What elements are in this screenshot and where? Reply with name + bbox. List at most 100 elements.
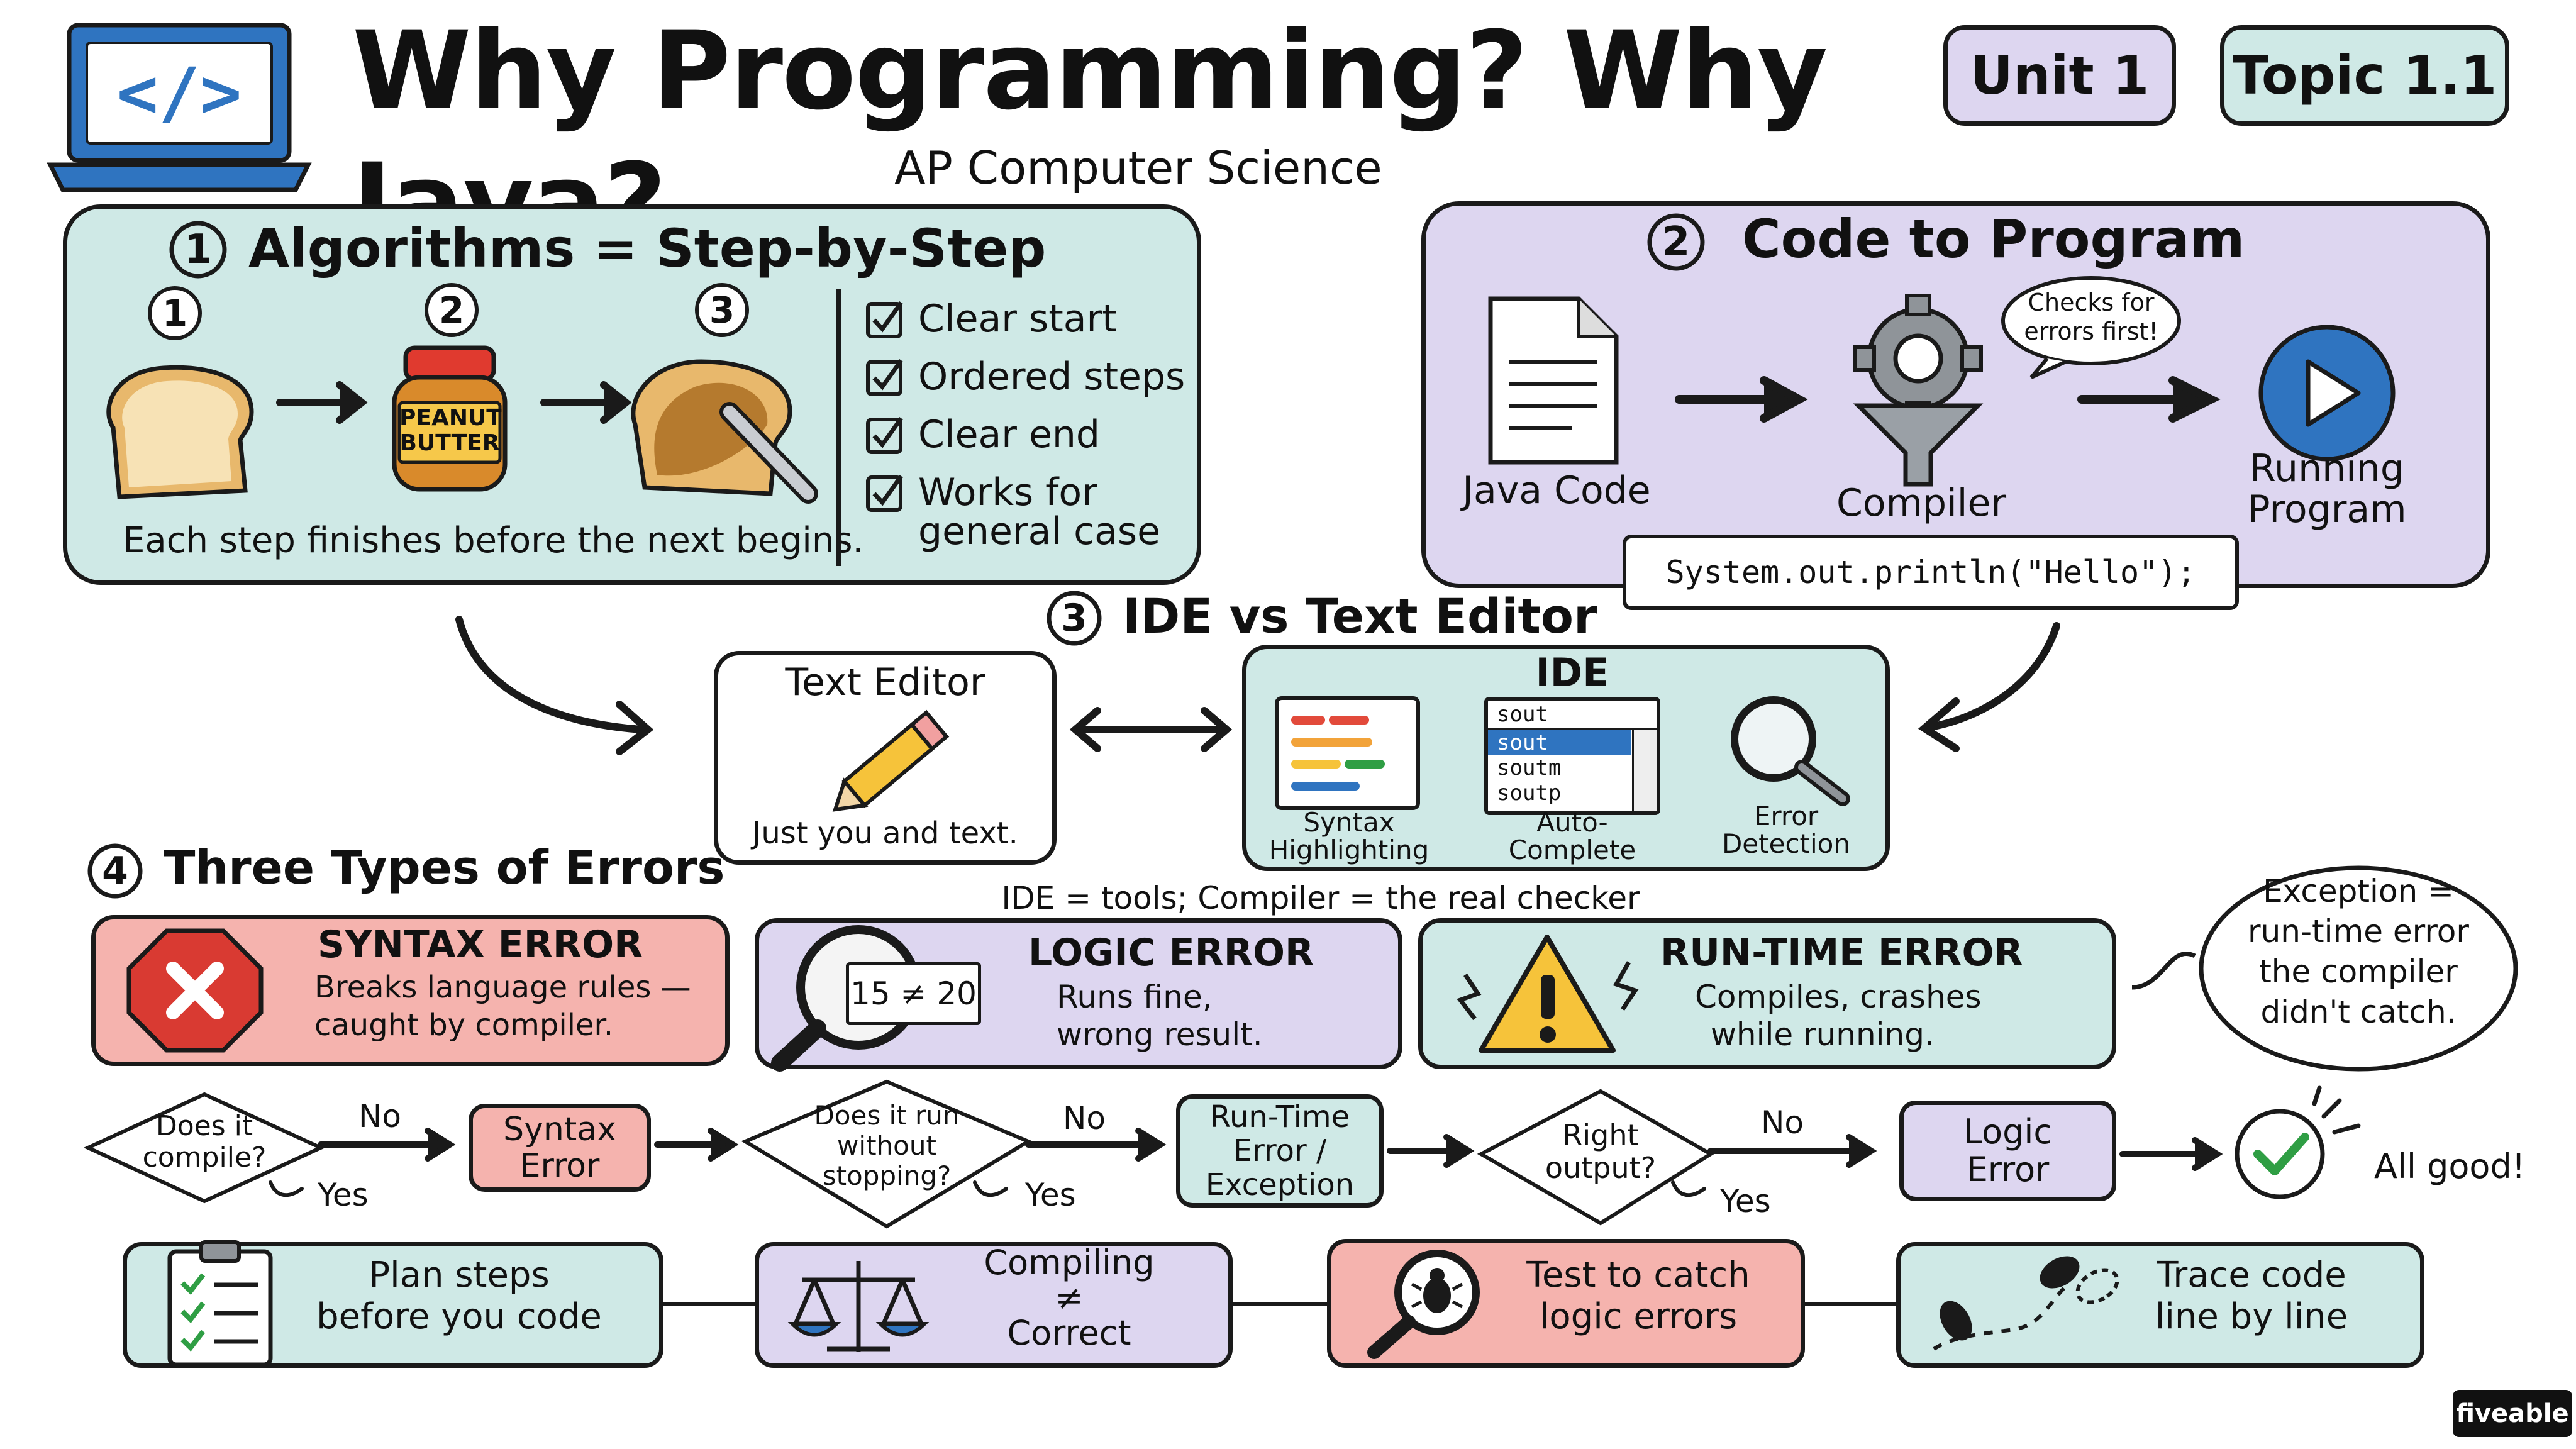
logic-error-line1: Runs fine, <box>1057 979 1213 1015</box>
step3-number: 3 <box>709 289 735 331</box>
mismatch-badge: 15 ≠ 20 <box>846 962 981 1025</box>
code-sample: System.out.println("Hello"); <box>1665 554 2196 591</box>
q1-yes: Yes <box>318 1177 369 1213</box>
unit-badge: Unit 1 <box>1943 25 2176 126</box>
exception-note-line1: Exception = <box>2263 873 2454 909</box>
q1-no: No <box>358 1098 401 1135</box>
q2-line3: stopping? <box>822 1160 952 1191</box>
runtime-error-result: Run-Time Error / Exception <box>1176 1094 1384 1208</box>
code-glyph: </> <box>116 53 242 133</box>
q3-line1: Right <box>1562 1118 1639 1152</box>
text-editor-title: Text Editor <box>785 660 985 704</box>
compiler-label: Compiler <box>1836 481 2007 525</box>
tip3-line1: Test to catch <box>1526 1255 1750 1296</box>
bread-icon <box>94 352 270 506</box>
auto-label-line2: Complete <box>1508 835 1636 865</box>
q3-yes: Yes <box>1720 1183 1771 1219</box>
section3-number-icon <box>1044 588 1104 651</box>
scales-icon <box>786 1252 931 1364</box>
section3-title: IDE vs Text Editor <box>1123 588 1597 644</box>
section1-divider <box>836 289 841 566</box>
q2-line2: without <box>837 1130 936 1161</box>
section2-number-icon <box>1645 211 1707 276</box>
section1-number-icon <box>167 218 230 284</box>
exception-note-line3: the compiler <box>2259 953 2458 990</box>
q2-yes: Yes <box>1025 1177 1076 1213</box>
tips-connector <box>660 1302 1918 1306</box>
toast-with-knife-icon <box>626 336 833 515</box>
autocomplete-option: sout <box>1488 730 1631 755</box>
topic-badge: Topic 1.1 <box>2220 25 2509 126</box>
auto-label-line1: Auto- <box>1536 807 1608 838</box>
checkbox-icon <box>866 474 903 512</box>
tip3-line2: logic errors <box>1539 1296 1738 1337</box>
section1-title: Algorithms = Step-by-Step <box>248 218 1046 279</box>
java-code-label: Java Code <box>1462 469 1651 513</box>
tip2-line3: Correct <box>1007 1313 1131 1353</box>
syntax-error-title: SYNTAX ERROR <box>318 923 643 967</box>
section4-number-icon <box>85 841 145 904</box>
scrollbar <box>1632 730 1657 811</box>
code-sample-box: System.out.println("Hello"); <box>1623 535 2239 610</box>
warning-icon <box>1446 931 1648 1059</box>
syntax-error-line2: caught by compiler. <box>314 1008 614 1043</box>
stop-sign-icon <box>123 924 267 1059</box>
logic-error-result: Logic Error <box>1899 1101 2116 1201</box>
checkbox-icon <box>866 416 903 454</box>
bug-magnifier-icon <box>1358 1245 1497 1364</box>
tip4-line1: Trace code <box>2157 1255 2346 1296</box>
section4-title: Three Types of Errors <box>164 841 725 895</box>
tip1-line2: before you code <box>316 1296 602 1337</box>
error-label-line2: Detection <box>1721 828 1851 859</box>
clipboard-checklist-icon <box>160 1236 280 1370</box>
exception-note-bubble <box>2126 862 2528 1078</box>
step1-circle-icon <box>145 283 205 346</box>
algorithms-panel <box>63 204 1201 585</box>
running-label-line2: Program <box>2247 487 2407 531</box>
syntax-error-result: Syntax Error <box>469 1104 651 1192</box>
brand-label: fiveable <box>2456 1399 2569 1428</box>
tip-card <box>1896 1242 2424 1368</box>
ide-title: IDE <box>1535 650 1609 696</box>
all-good-label: All good! <box>2374 1146 2526 1186</box>
section4-number: 4 <box>102 849 128 893</box>
syntax-error-line1: Breaks language rules — <box>314 970 691 1005</box>
play-button-icon <box>2255 321 2399 468</box>
step2-number: 2 <box>438 289 465 331</box>
error-label-line1: Error <box>1753 801 1819 831</box>
runtime-error-line2: while running. <box>1711 1016 1935 1053</box>
compiler-gear-funnel-icon <box>1843 289 1994 493</box>
q1-line1: Does it <box>155 1110 253 1142</box>
peanut-butter-jar-icon <box>387 343 513 496</box>
logic-error-line2: wrong result. <box>1057 1016 1263 1053</box>
section1-caption: Each step finishes before the next begin… <box>123 520 864 561</box>
step3-circle-icon <box>692 280 752 343</box>
exception-note-line4: didn't catch. <box>2260 994 2457 1030</box>
autocomplete-option: soutp <box>1497 780 1562 806</box>
checkbox-icon <box>866 358 903 396</box>
section2-number: 2 <box>1662 219 1690 265</box>
tip2-line1: Compiling <box>984 1243 1155 1282</box>
exception-note-line2: run-time error <box>2248 913 2469 950</box>
autocomplete-dropdown: sout sout soutm soutp <box>1484 697 1660 815</box>
brand-badge: fiveable <box>2453 1390 2572 1437</box>
jar-label-line1: PEANUT <box>399 405 502 431</box>
q3-line2: output? <box>1545 1151 1657 1185</box>
laptop-icon <box>47 23 312 192</box>
runtime-error-title: RUN-TIME ERROR <box>1660 931 2023 975</box>
section1-number: 1 <box>184 226 213 273</box>
running-label-line1: Running <box>2250 447 2404 491</box>
text-editor-caption: Just you and text. <box>752 816 1018 851</box>
step2-circle-icon <box>421 280 482 343</box>
step1-number: 1 <box>162 292 188 335</box>
jar-label-line2: BUTTER <box>399 430 500 456</box>
runtime-error-line1: Compiles, crashes <box>1695 979 1982 1015</box>
compiler-speech-bubble: Checks for errors first! <box>2024 289 2158 345</box>
checkbox-icon <box>866 301 903 338</box>
tip2-line2: ≠ <box>1055 1278 1084 1318</box>
section2-title: Code to Program <box>1742 208 2245 270</box>
logic-error-title: LOGIC ERROR <box>1028 931 1314 975</box>
